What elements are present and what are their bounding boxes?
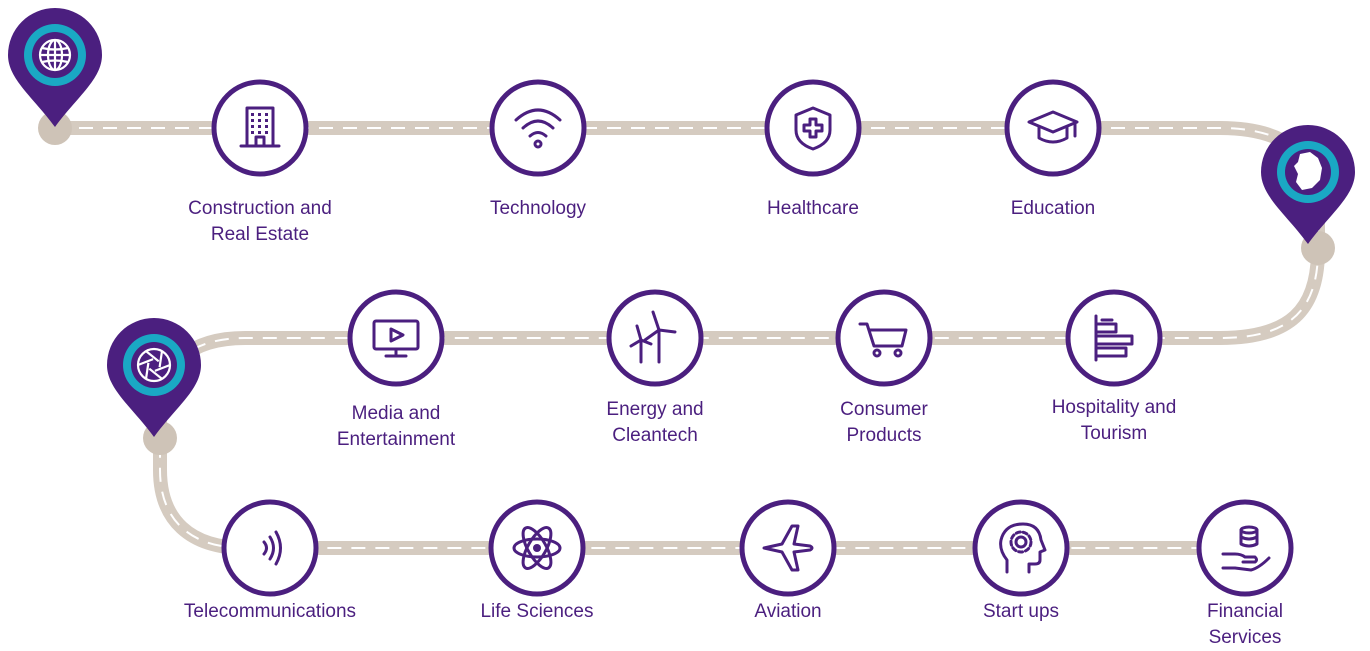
sector-circle bbox=[1004, 79, 1102, 177]
map-pin bbox=[7, 7, 102, 127]
shopping-cart-icon bbox=[858, 322, 908, 358]
medical-shield-icon bbox=[794, 106, 832, 151]
sector-label-line: Media and bbox=[351, 403, 441, 424]
sector-label: Life Sciences bbox=[480, 599, 593, 625]
wind-turbine-icon bbox=[629, 310, 677, 364]
sector-label-line: Technology bbox=[489, 198, 587, 219]
sector-circle bbox=[489, 79, 587, 177]
airplane-icon bbox=[762, 524, 814, 572]
sector-label-line: Life Sciences bbox=[480, 601, 594, 622]
graduation-cap-icon bbox=[1027, 110, 1079, 144]
map-pin bbox=[106, 317, 201, 437]
sector-label-line: Hospitality and bbox=[1051, 397, 1177, 418]
sector-circle bbox=[1196, 499, 1294, 597]
sector-label-line: Start ups bbox=[982, 601, 1060, 622]
sector-label-line: Financial bbox=[1206, 601, 1284, 622]
sector-label-line: Cleantech bbox=[612, 425, 698, 446]
map-pin bbox=[1261, 124, 1355, 244]
route-node bbox=[38, 111, 72, 145]
building-icon bbox=[239, 106, 281, 148]
sector-label-line: Healthcare bbox=[767, 198, 859, 219]
sector-label-line: Entertainment bbox=[336, 429, 456, 450]
sector-label-line: Aviation bbox=[754, 601, 822, 622]
sector-circle bbox=[1065, 289, 1163, 387]
aperture-icon bbox=[136, 347, 172, 383]
sector-label-line: Consumer bbox=[840, 399, 928, 420]
hotel-bed-icon bbox=[1094, 314, 1134, 362]
sector-circle bbox=[221, 499, 319, 597]
sector-label: Education bbox=[1011, 196, 1096, 222]
sector-circle bbox=[835, 289, 933, 387]
sector-label-line: Tourism bbox=[1080, 423, 1148, 444]
sector-label: Start ups bbox=[983, 599, 1059, 625]
sector-label-line: Telecommunications bbox=[183, 601, 357, 622]
head-gear-icon bbox=[999, 522, 1047, 574]
sector-circle bbox=[606, 289, 704, 387]
ireland-map-icon bbox=[1294, 152, 1322, 190]
monitor-play-icon bbox=[372, 319, 420, 358]
sector-label: Healthcare bbox=[767, 196, 859, 222]
sector-circle bbox=[739, 499, 837, 597]
hand-coins-icon bbox=[1221, 525, 1271, 572]
sector-label-line: Education bbox=[1010, 198, 1096, 219]
sector-label-line: Products bbox=[846, 425, 922, 446]
sector-label-line: Services bbox=[1208, 627, 1282, 648]
sector-label-line: Construction and bbox=[188, 198, 332, 219]
atom-icon bbox=[512, 526, 562, 570]
globe-icon bbox=[38, 38, 72, 72]
sector-label: Technology bbox=[490, 196, 586, 222]
sector-label-line: Energy and bbox=[606, 399, 704, 420]
wifi-icon bbox=[514, 108, 562, 149]
sector-label-line: Real Estate bbox=[210, 224, 310, 245]
sector-label: Aviation bbox=[754, 599, 821, 625]
sector-circle bbox=[764, 79, 862, 177]
sector-label: Telecommunications bbox=[184, 599, 356, 625]
signal-waves-icon bbox=[262, 530, 282, 566]
